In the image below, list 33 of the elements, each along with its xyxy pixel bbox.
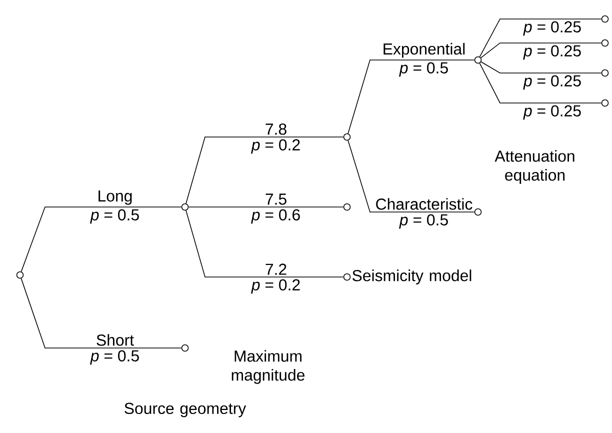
probability-label: p = 0.2 bbox=[251, 139, 300, 154]
probability-label: p = 0.5 bbox=[399, 62, 448, 77]
branch-label: 7.2 bbox=[266, 264, 286, 275]
probability-label: p = 0.5 bbox=[90, 209, 139, 224]
branch-label: Exponential bbox=[384, 42, 465, 58]
branch-line bbox=[479, 62, 602, 104]
branch-line bbox=[480, 42, 602, 58]
stage-label: Source geometry bbox=[124, 402, 246, 418]
branch-line bbox=[348, 60, 475, 134]
probability-label: p = 0.5 bbox=[90, 350, 139, 365]
probability-label: p = 0.5 bbox=[399, 214, 448, 229]
branch-line bbox=[479, 18, 602, 58]
branch-line bbox=[188, 206, 344, 208]
probability-label: p = 0.25 bbox=[523, 21, 581, 36]
branch-label: 7.5 bbox=[266, 194, 286, 205]
probability-label: p = 0.25 bbox=[523, 105, 581, 120]
probability-label: p = 0.2 bbox=[251, 279, 300, 294]
probability-label: p = 0.25 bbox=[523, 45, 581, 60]
branch-line bbox=[186, 210, 344, 278]
branch-label: Characteristic bbox=[376, 198, 472, 210]
branch-label: Long bbox=[98, 190, 132, 205]
stage-label: Maximum magnitude bbox=[232, 350, 304, 384]
branch-line bbox=[186, 136, 344, 204]
probability-label: p = 0.6 bbox=[251, 209, 300, 224]
branch-label: 7.8 bbox=[266, 124, 286, 135]
branch-line bbox=[20, 206, 182, 272]
stage-label: Seismicity model bbox=[352, 270, 472, 284]
branch-line bbox=[20, 278, 182, 348]
stage-label: Attenuation equation bbox=[494, 150, 574, 184]
branch-label: Short bbox=[96, 334, 134, 346]
branch-line bbox=[348, 140, 475, 212]
branch-line bbox=[480, 61, 602, 74]
probability-label: p = 0.25 bbox=[523, 75, 581, 90]
